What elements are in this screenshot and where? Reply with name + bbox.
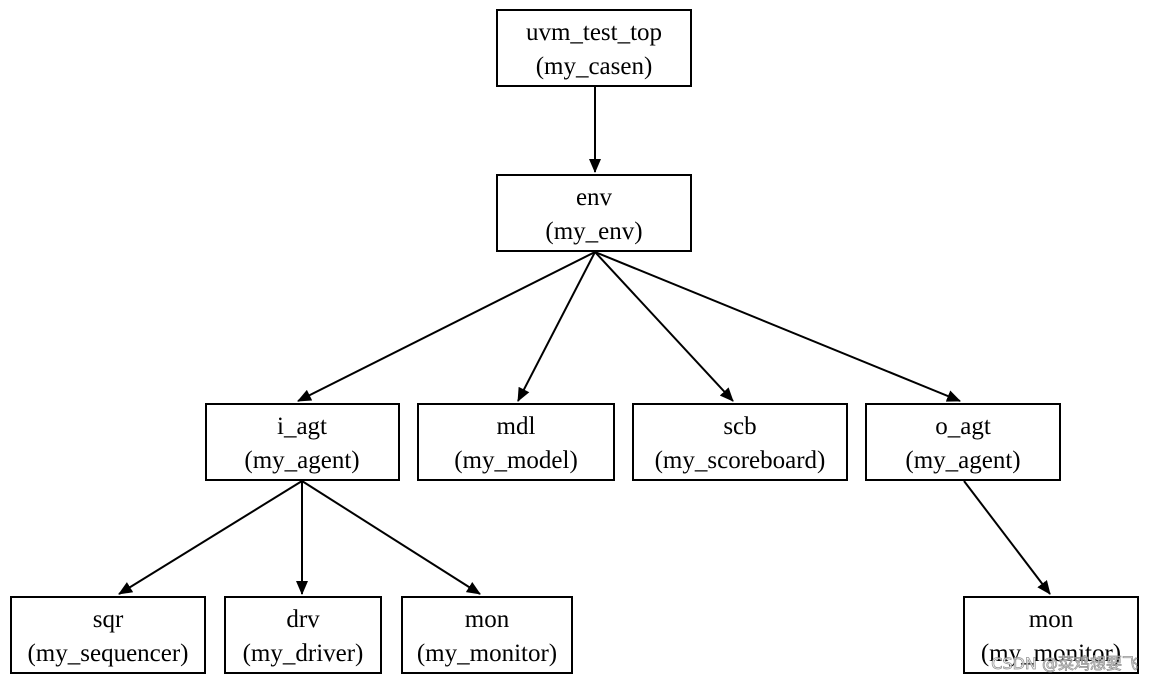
edge-i-agt-to-mon: [301, 480, 481, 595]
edge-i-agt-to-sqr: [118, 480, 303, 595]
edge-env-to-i-agt: [297, 251, 596, 402]
node-drv: drv (my_driver): [224, 596, 382, 674]
node-sqr-name: sqr: [93, 606, 124, 633]
node-i-mon-name: mon: [465, 606, 510, 633]
node-mdl-type: (my_model): [454, 447, 578, 474]
node-env-type: (my_env): [545, 218, 642, 245]
node-scb-type: (my_scoreboard): [655, 447, 826, 474]
node-scb: scb (my_scoreboard): [632, 403, 848, 481]
node-i-agt-type: (my_agent): [244, 447, 359, 474]
watermark-text: CSDN @菜鸡想要飞: [991, 654, 1138, 673]
node-o-agt: o_agt (my_agent): [865, 403, 1061, 481]
node-i-agt-name: i_agt: [277, 413, 327, 440]
node-uvm-test-top-name: uvm_test_top: [526, 19, 662, 46]
node-mdl-name: mdl: [497, 413, 536, 440]
node-uvm-test-top: uvm_test_top (my_casen): [496, 9, 692, 87]
node-o-agt-name: o_agt: [935, 413, 991, 440]
node-o-mon-name: mon: [1029, 606, 1074, 633]
node-o-mon: mon (my_monitor): [963, 596, 1139, 674]
node-i-mon-type: (my_monitor): [417, 640, 557, 667]
node-drv-type: (my_driver): [243, 640, 364, 667]
node-uvm-test-top-type: (my_casen): [536, 53, 653, 80]
edge-env-to-scb: [594, 251, 734, 402]
node-sqr-type: (my_sequencer): [27, 640, 188, 667]
edge-o-agt-to-mon: [963, 480, 1051, 595]
node-i-agt: i_agt (my_agent): [205, 403, 400, 481]
node-sqr: sqr (my_sequencer): [10, 596, 206, 674]
node-scb-name: scb: [723, 413, 756, 440]
node-env-name: env: [576, 184, 613, 211]
node-o-mon-type: (my_monitor): [981, 640, 1121, 667]
edges: [118, 86, 1051, 595]
edge-env-to-mdl: [517, 251, 596, 402]
node-mdl: mdl (my_model): [417, 403, 615, 481]
node-i-mon: mon (my_monitor): [401, 596, 573, 674]
node-o-agt-type: (my_agent): [905, 447, 1020, 474]
node-drv-name: drv: [286, 606, 320, 633]
edge-env-to-o-agt: [594, 251, 961, 402]
node-env: env (my_env): [496, 174, 692, 252]
